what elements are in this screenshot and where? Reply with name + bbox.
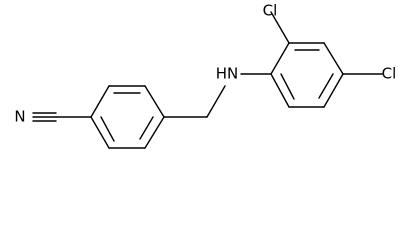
dichlorophenyl-ring	[270, 42, 344, 108]
methylene-linker	[163, 85, 226, 118]
benzonitrile-ring	[55, 85, 165, 149]
nitrile-triple-bond	[32, 112, 57, 122]
amine-nh-label: HN	[216, 65, 239, 83]
structure-diagram: N HN Cl C	[14, 2, 397, 149]
para-chlorine-label: Cl	[382, 65, 397, 83]
nitrile-nitrogen-label: N	[14, 108, 25, 126]
chlorine-bonds	[270, 11, 383, 75]
ortho-chlorine-label: Cl	[263, 2, 278, 20]
